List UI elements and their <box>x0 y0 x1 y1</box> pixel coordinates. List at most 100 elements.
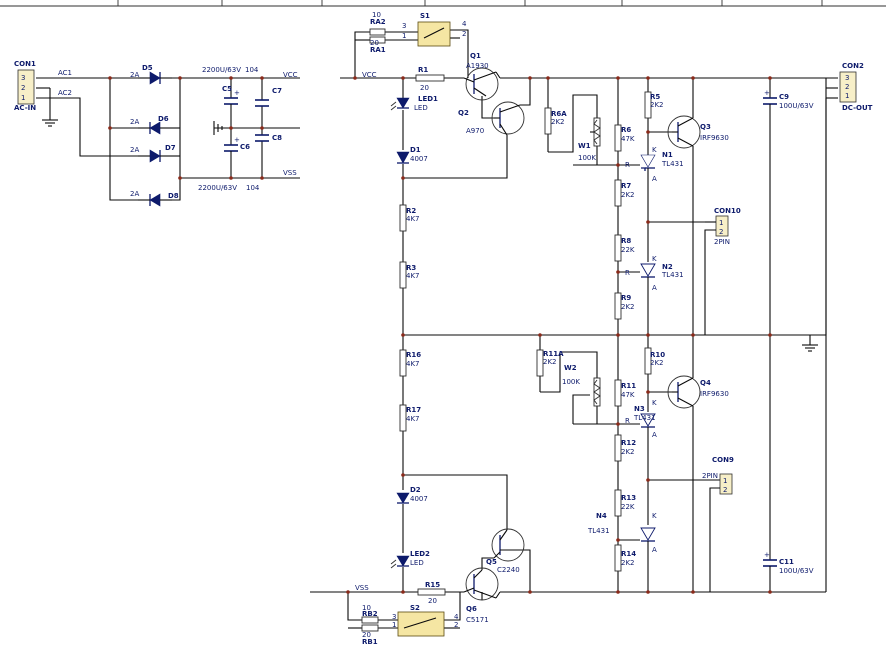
svg-text:VSS: VSS <box>355 584 369 592</box>
svg-text:R14: R14 <box>621 550 636 558</box>
svg-text:2PIN: 2PIN <box>714 238 730 246</box>
resistor-r5: R5 2K2 <box>644 91 664 119</box>
svg-text:K: K <box>652 512 657 520</box>
svg-text:104: 104 <box>245 66 259 74</box>
svg-text:A: A <box>652 284 657 292</box>
junction-dots <box>108 76 772 594</box>
svg-text:D7: D7 <box>165 144 176 152</box>
svg-text:A: A <box>652 175 657 183</box>
svg-text:2: 2 <box>723 486 727 494</box>
svg-text:C9: C9 <box>779 93 789 101</box>
svg-text:20: 20 <box>420 84 429 92</box>
svg-text:100K: 100K <box>578 154 596 162</box>
regulator-n4: N4 TL431 K A <box>587 512 657 554</box>
svg-text:N1: N1 <box>662 151 673 159</box>
svg-text:100U/63V: 100U/63V <box>779 567 814 575</box>
resistor-ra2: 10 RA2 <box>369 11 386 36</box>
transistor-q5: Q5 C2240 <box>486 528 525 574</box>
diode-d5: D5 2A <box>130 64 172 85</box>
svg-text:Q3: Q3 <box>700 123 711 131</box>
diode-d8: D8 2A <box>130 190 179 207</box>
resistor-r10: R10 2K2 <box>644 347 665 375</box>
svg-text:100K: 100K <box>562 378 580 386</box>
svg-text:R: R <box>625 417 630 425</box>
svg-text:CON10: CON10 <box>714 207 741 215</box>
filter-labels: 2200U/63V 104 2200U/63V 104 VCC VSS VCC … <box>198 66 377 592</box>
svg-text:R: R <box>625 269 630 277</box>
svg-text:4007: 4007 <box>410 155 428 163</box>
led-led1: LED1 LED <box>390 95 438 112</box>
svg-text:R2: R2 <box>406 207 416 215</box>
switch-s2: S2 3 1 4 2 <box>392 604 459 637</box>
svg-text:R9: R9 <box>621 294 631 302</box>
transistor-q1: Q1 A1930 <box>463 52 501 101</box>
svg-text:4K7: 4K7 <box>406 215 420 223</box>
svg-text:47K: 47K <box>621 391 635 399</box>
svg-text:2K2: 2K2 <box>621 191 635 199</box>
svg-text:47K: 47K <box>621 135 635 143</box>
svg-text:2PIN: 2PIN <box>702 472 718 480</box>
svg-text:2A: 2A <box>130 71 139 79</box>
svg-text:2: 2 <box>719 228 723 236</box>
capacitor-c8: C8 <box>255 134 282 142</box>
svg-text:+: + <box>764 551 770 559</box>
svg-text:4K7: 4K7 <box>406 415 420 423</box>
svg-text:R8: R8 <box>621 237 631 245</box>
svg-text:R17: R17 <box>406 406 421 414</box>
svg-text:2200U/63V: 2200U/63V <box>198 184 237 192</box>
svg-text:2A: 2A <box>130 146 139 154</box>
svg-text:RA1: RA1 <box>370 46 386 54</box>
svg-text:IRF9630: IRF9630 <box>700 390 729 398</box>
resistor-rb1: 20 RB1 <box>361 624 379 646</box>
svg-text:2: 2 <box>21 84 25 92</box>
svg-text:+: + <box>234 136 240 144</box>
svg-text:RB1: RB1 <box>362 638 378 646</box>
svg-text:D2: D2 <box>410 486 421 494</box>
svg-text:3: 3 <box>402 22 406 30</box>
svg-text:R: R <box>625 161 630 169</box>
svg-text:D1: D1 <box>410 146 421 154</box>
resistor-r15: R15 20 <box>417 581 446 605</box>
svg-text:2K2: 2K2 <box>551 118 565 126</box>
svg-text:K: K <box>652 146 657 154</box>
capacitor-c11: C11 100U/63V + <box>763 551 814 575</box>
svg-text:2K2: 2K2 <box>621 448 635 456</box>
svg-text:1: 1 <box>392 621 396 629</box>
regulator-n3: N3 TL431 R K A <box>625 399 657 439</box>
svg-text:VCC: VCC <box>362 71 377 79</box>
svg-text:VSS: VSS <box>283 169 297 177</box>
svg-text:AC-IN: AC-IN <box>14 104 36 112</box>
svg-text:2: 2 <box>462 30 466 38</box>
svg-text:RB2: RB2 <box>362 610 378 618</box>
svg-text:1: 1 <box>845 92 849 100</box>
connector-con10: 1 2 CON10 2PIN <box>704 207 741 335</box>
svg-text:20: 20 <box>428 597 437 605</box>
svg-text:D8: D8 <box>168 192 179 200</box>
transistor-q2: Q2 A970 <box>458 101 525 136</box>
svg-text:C5171: C5171 <box>466 616 489 624</box>
svg-text:2K2: 2K2 <box>650 101 664 109</box>
resistor-r11a: R11A 2K2 <box>536 349 564 377</box>
svg-text:S2: S2 <box>410 604 420 612</box>
svg-text:C8: C8 <box>272 134 282 142</box>
svg-text:LED2: LED2 <box>410 550 430 558</box>
svg-text:TL431: TL431 <box>633 414 656 422</box>
svg-text:+: + <box>764 89 770 97</box>
svg-text:Q1: Q1 <box>470 52 481 60</box>
svg-text:N2: N2 <box>662 263 673 271</box>
svg-text:R1: R1 <box>418 66 428 74</box>
diode-d2: D2 4007 <box>396 486 428 504</box>
svg-text:100U/63V: 100U/63V <box>779 102 814 110</box>
capacitor-c9: C9 100U/63V + <box>763 89 814 110</box>
transistor-q6: Q6 C5171 <box>463 567 501 624</box>
resistor-r6: R6 47K <box>614 124 635 152</box>
svg-text:C6: C6 <box>240 143 250 151</box>
svg-text:LED1: LED1 <box>418 95 438 103</box>
svg-text:RA2: RA2 <box>370 18 386 26</box>
resistor-r11: R11 47K <box>614 379 636 407</box>
mosfet-q3: Q3 IRF9630 <box>667 115 729 149</box>
resistor-r8: R8 22K <box>614 234 635 262</box>
svg-text:R11A: R11A <box>543 350 564 358</box>
svg-text:D5: D5 <box>142 64 153 72</box>
